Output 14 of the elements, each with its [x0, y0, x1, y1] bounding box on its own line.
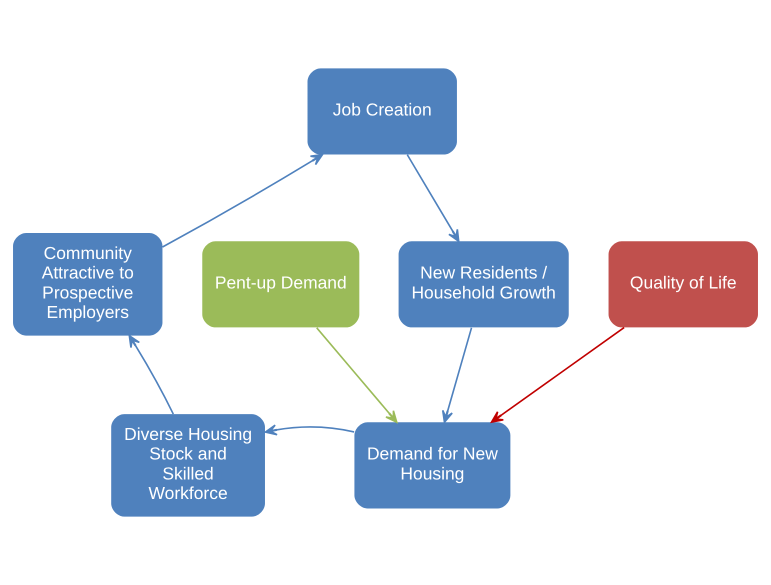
arrow: [490, 326, 625, 423]
node-box: New Residents / Household Growth: [398, 241, 569, 328]
node-box: Job Creation: [308, 68, 457, 155]
arrow: [162, 154, 324, 248]
node-box: Diverse Housing Stock and Skilled Workforce: [111, 414, 265, 517]
arrow: [406, 154, 460, 242]
arrow: [316, 327, 398, 424]
node-box: Pent-up Demand: [202, 241, 360, 328]
node-box: Demand for New Housing: [354, 422, 510, 508]
arrow: [442, 328, 472, 424]
node-box: Quality of Life: [608, 241, 758, 328]
node-box: Community Attractive to Prospective Employers: [13, 233, 162, 336]
arrow: [128, 334, 174, 414]
arrow: [264, 424, 354, 436]
